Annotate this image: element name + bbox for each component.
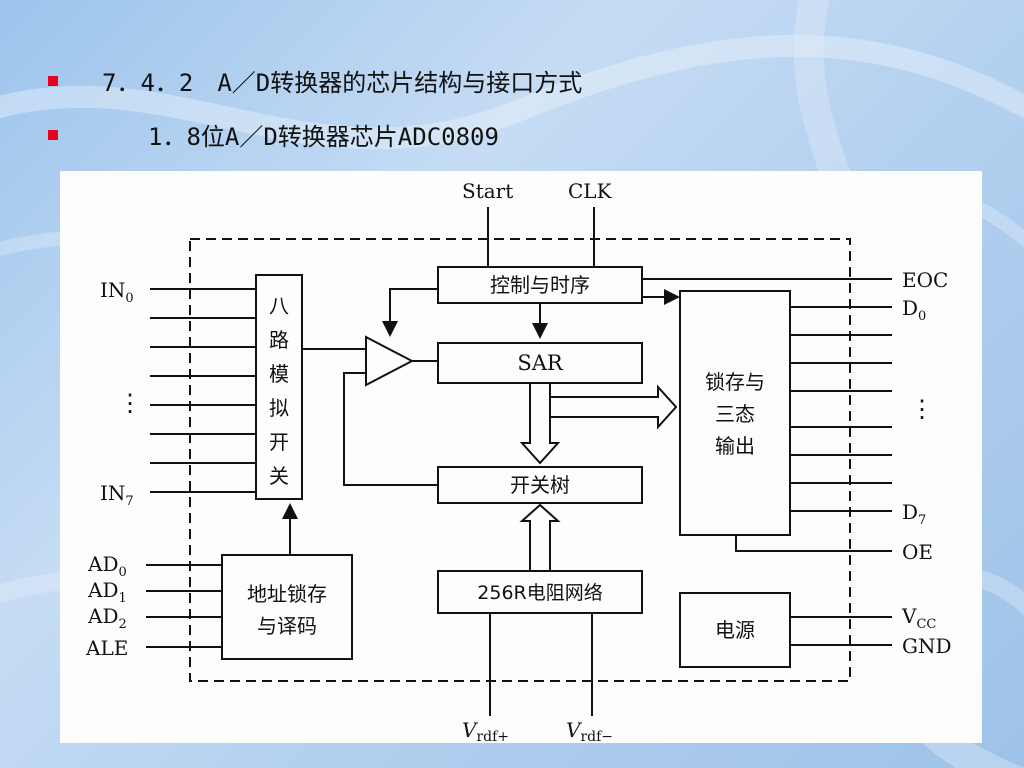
resistor-network-block: [437, 570, 643, 614]
resistor-network-label: 256R电阻网络: [477, 582, 602, 604]
mux-label-char: 关: [269, 464, 289, 488]
ad1-label: AD1: [87, 578, 127, 606]
start-label: Start: [462, 179, 513, 203]
address-latch-label-line: 地址锁存: [247, 582, 327, 606]
vref-plus-label: Vrdf+: [462, 718, 509, 743]
mux-label-char: 拟: [269, 396, 289, 420]
bullet-marker: [48, 75, 58, 86]
sar-block: [437, 342, 643, 384]
power-label: 电源: [715, 618, 755, 642]
subheading-text: 1．8位A／D转换器芯片ADC0809: [148, 123, 499, 151]
d0-label: D0: [902, 296, 926, 324]
adc0809-block-diagram: Start CLK 控制与时序 SAR 开关树 256R电阻网络 八 路 模 拟…: [60, 171, 982, 743]
switch-tree-label: 开关树: [510, 473, 570, 497]
in7-label: IN7: [100, 481, 134, 509]
mux-label-char: 开: [269, 430, 289, 454]
chip-boundary: [189, 238, 851, 682]
diagram-svg: Start CLK 控制与时序 SAR 开关树 256R电阻网络 八 路 模 拟…: [85, 179, 952, 743]
in0-label: IN0: [100, 278, 134, 306]
latch-output-label-line: 三态: [715, 402, 755, 426]
address-latch-label-line: 与译码: [257, 614, 317, 638]
mux-label-char: 路: [269, 328, 289, 352]
sar-label: SAR: [517, 351, 564, 375]
clk-label: CLK: [568, 179, 613, 203]
mux-label-char: 模: [269, 362, 289, 386]
gnd-label: GND: [902, 634, 952, 658]
d7-label: D7: [902, 500, 926, 528]
control-timing-label: 控制与时序: [490, 273, 590, 297]
eoc-label: EOC: [902, 268, 948, 292]
in-dots: ⋮: [118, 389, 142, 417]
latch-output-label-line: 输出: [715, 434, 755, 458]
mux-label-char: 八: [269, 294, 289, 318]
address-latch-block: [221, 554, 353, 660]
ale-label: ALE: [85, 636, 128, 660]
bullet-subheading: 1．8位A／D转换器芯片ADC0809: [48, 117, 499, 152]
section-heading-text: 7．4．2 A／D转换器的芯片结构与接口方式: [102, 69, 583, 97]
mux-block: [255, 274, 303, 500]
vcc-label: VCC: [901, 604, 936, 632]
vref-minus-label: Vrdf−: [566, 718, 613, 743]
power-block: [679, 592, 791, 668]
comparator: [365, 335, 415, 387]
ad2-label: AD2: [87, 604, 127, 632]
data-dots: ⋮: [910, 395, 934, 423]
latch-output-label-line: 锁存与: [705, 370, 765, 394]
oe-label: OE: [902, 540, 933, 564]
bullet-marker: [48, 129, 58, 140]
ad0-label: AD0: [87, 552, 127, 580]
bullet-section-heading: 7．4．2 A／D转换器的芯片结构与接口方式: [48, 63, 582, 98]
